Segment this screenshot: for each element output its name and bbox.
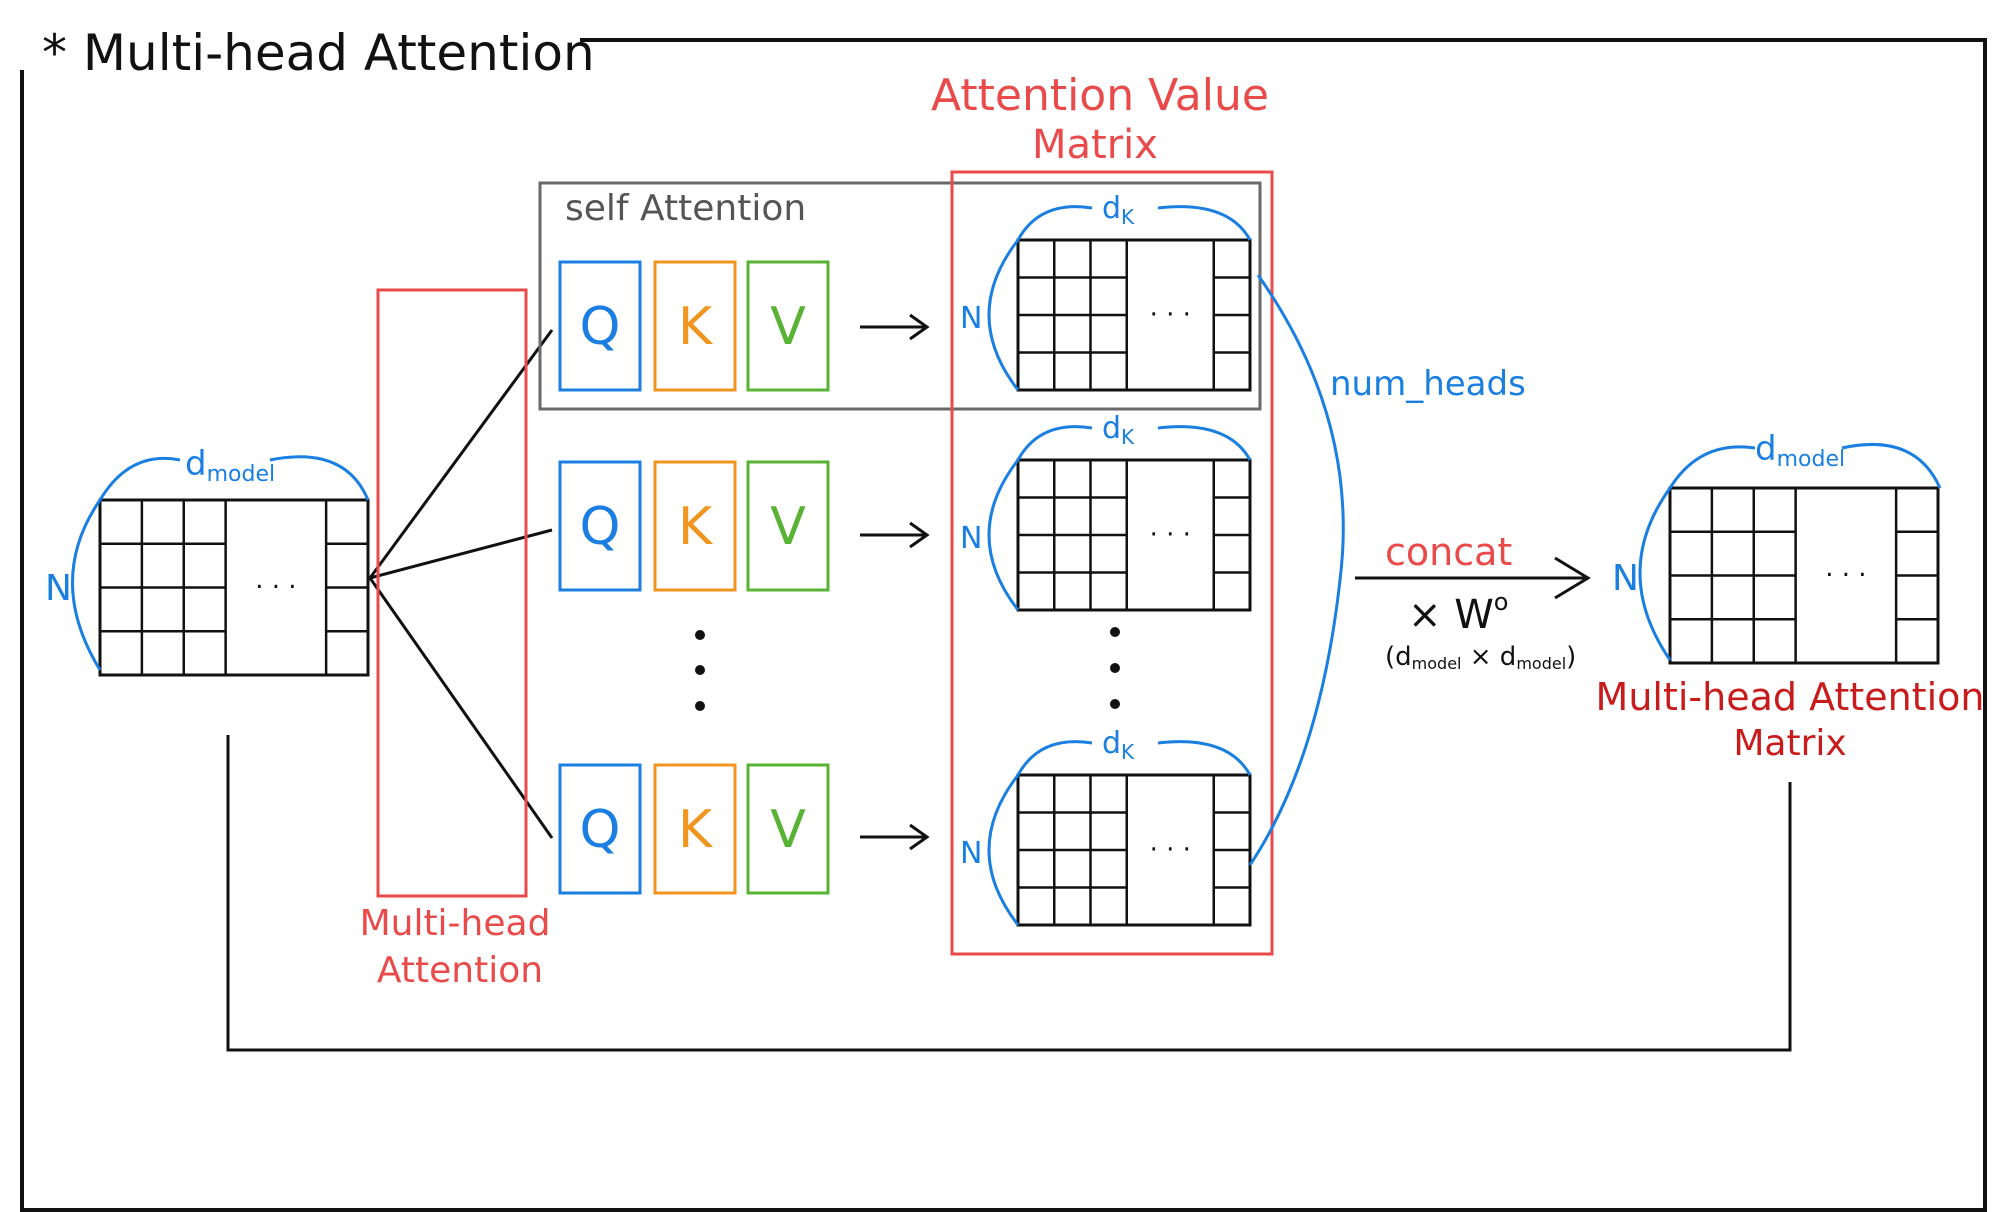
- head-1-query-box: [558, 260, 642, 392]
- input-n-brace: [71, 499, 102, 671]
- output-label-2: Matrix: [1733, 723, 1846, 764]
- head-3-n-label: N: [960, 836, 982, 871]
- head-1-value-box: [746, 260, 830, 392]
- head-3-attention-matrix-ellipsis: · · ·: [1150, 835, 1191, 865]
- output-matrix-grid-ellipsis: · · ·: [1825, 561, 1866, 591]
- head-1-n-label: N: [960, 301, 982, 336]
- head-2-arrow-head: [909, 521, 930, 549]
- self-attention-label: self Attention: [565, 188, 806, 229]
- head-2-value-box: [746, 460, 830, 592]
- head-1-n-brace: [987, 239, 1020, 391]
- head-2-dk-brace: [1016, 425, 1252, 461]
- input-matrix-grid-ellipsis: · · ·: [255, 573, 296, 603]
- head-3-value-box: [746, 763, 830, 895]
- input-dmodel-label: dmodel: [185, 444, 275, 487]
- output-n-brace: [1638, 487, 1672, 661]
- head-1-attention-matrix-ellipsis: · · ·: [1150, 300, 1191, 330]
- attention-value-label: Attention Value: [931, 70, 1269, 121]
- multihead-box-label-2: Attention: [377, 950, 543, 991]
- head-1-dk-label: dK: [1102, 191, 1135, 229]
- head-1-arrow-head: [909, 313, 930, 341]
- output-matrix: · · ·: [1668, 486, 1940, 665]
- concat-label: concat: [1385, 530, 1512, 574]
- self-attention-box: [538, 181, 1262, 411]
- head-3-key-box: [653, 763, 737, 895]
- fan-line-top: [368, 329, 554, 579]
- head-2-query-letter: Q: [580, 497, 621, 557]
- head-3-query-letter: Q: [580, 800, 621, 860]
- head-1-dk-brace: [1016, 205, 1252, 241]
- head-3-query-box: [558, 763, 642, 895]
- head-2-n-label: N: [960, 521, 982, 556]
- head-3-key-letter: K: [678, 800, 714, 860]
- head-2-value-letter: V: [770, 497, 806, 557]
- head-3-attention-matrix: · · ·: [1016, 773, 1252, 927]
- head-1-attention-matrix: · · ·: [1016, 238, 1252, 392]
- head-1-key-box: [653, 260, 737, 392]
- head-2-key-box: [653, 460, 737, 592]
- output-dmodel-brace: [1668, 443, 1942, 489]
- head-2-dk-label: dK: [1102, 411, 1135, 449]
- head-2-n-brace: [987, 459, 1020, 611]
- input-matrix: · · ·: [98, 498, 370, 677]
- head-2-key-letter: K: [678, 497, 714, 557]
- vertical-ellipsis-matrices: [1110, 627, 1120, 709]
- head-3-value-letter: V: [770, 800, 806, 860]
- fan-line-bottom: [368, 577, 554, 839]
- head-2-query-box: [558, 460, 642, 592]
- num-heads-label: num_heads: [1330, 364, 1526, 404]
- times-w-label: × Wo: [1408, 588, 1508, 638]
- head-3-dk-label: dK: [1102, 726, 1135, 764]
- output-n-label: N: [1612, 558, 1639, 599]
- attention-value-label-2: Matrix: [1032, 122, 1158, 168]
- vertical-ellipsis-qkv: [695, 630, 705, 711]
- head-3-arrow-head: [909, 823, 930, 851]
- concat-arrow-head: [1554, 556, 1591, 600]
- multihead-box-label: Multi-head: [360, 903, 551, 944]
- head-3-n-brace: [987, 774, 1020, 926]
- input-dmodel-brace: [98, 455, 370, 501]
- head-3-dk-brace: [1016, 740, 1252, 776]
- head-1-value-letter: V: [770, 297, 806, 357]
- page-title: * Multi-head Attention: [42, 24, 595, 82]
- outer-frame: [20, 38, 1987, 1212]
- input-matrix-grid: · · ·: [98, 498, 370, 677]
- num-heads-brace: [1248, 274, 1345, 866]
- head-1-query-letter: Q: [580, 297, 621, 357]
- output-label: Multi-head Attention: [1596, 675, 1985, 719]
- output-dmodel-label: dmodel: [1755, 429, 1845, 472]
- head-2-attention-matrix-ellipsis: · · ·: [1150, 520, 1191, 550]
- attention-value-box: [950, 170, 1274, 956]
- head-1-key-letter: K: [678, 297, 714, 357]
- input-n-label: N: [45, 568, 72, 609]
- dims-label: (dmodel × dmodel): [1385, 642, 1576, 673]
- output-matrix-grid: · · ·: [1668, 486, 1940, 665]
- multihead-attention-box: [376, 288, 528, 898]
- head-2-attention-matrix: · · ·: [1016, 458, 1252, 612]
- residual-connection: [226, 735, 1792, 1052]
- fan-line-mid: [369, 528, 553, 580]
